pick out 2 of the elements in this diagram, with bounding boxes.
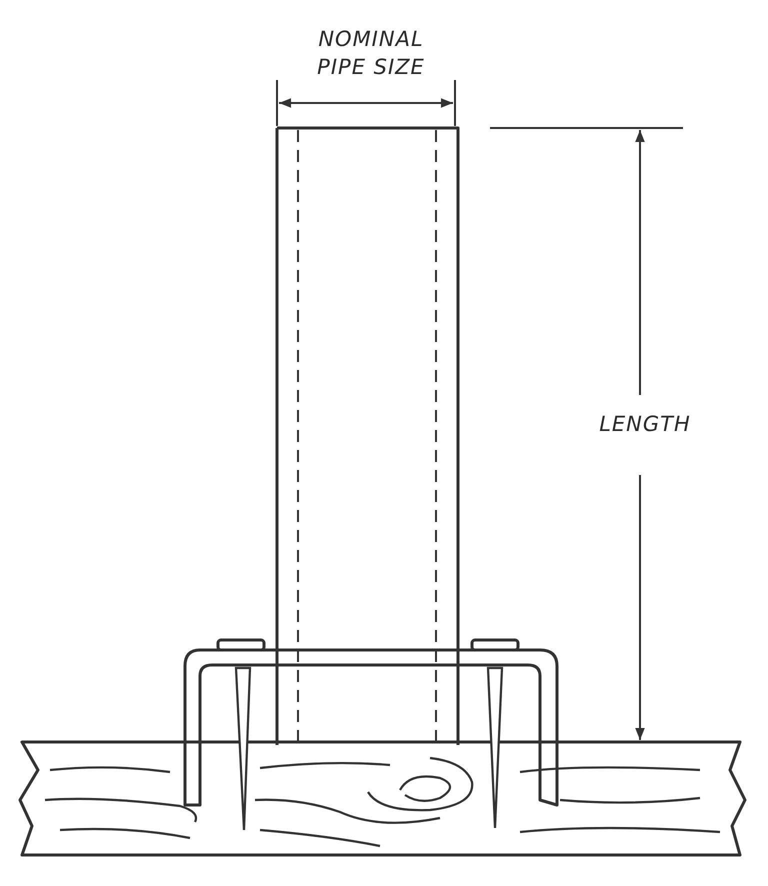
- dimension-label: LENGTH: [598, 411, 692, 438]
- dimension-label: NOMINAL PIPE SIZE: [316, 26, 426, 81]
